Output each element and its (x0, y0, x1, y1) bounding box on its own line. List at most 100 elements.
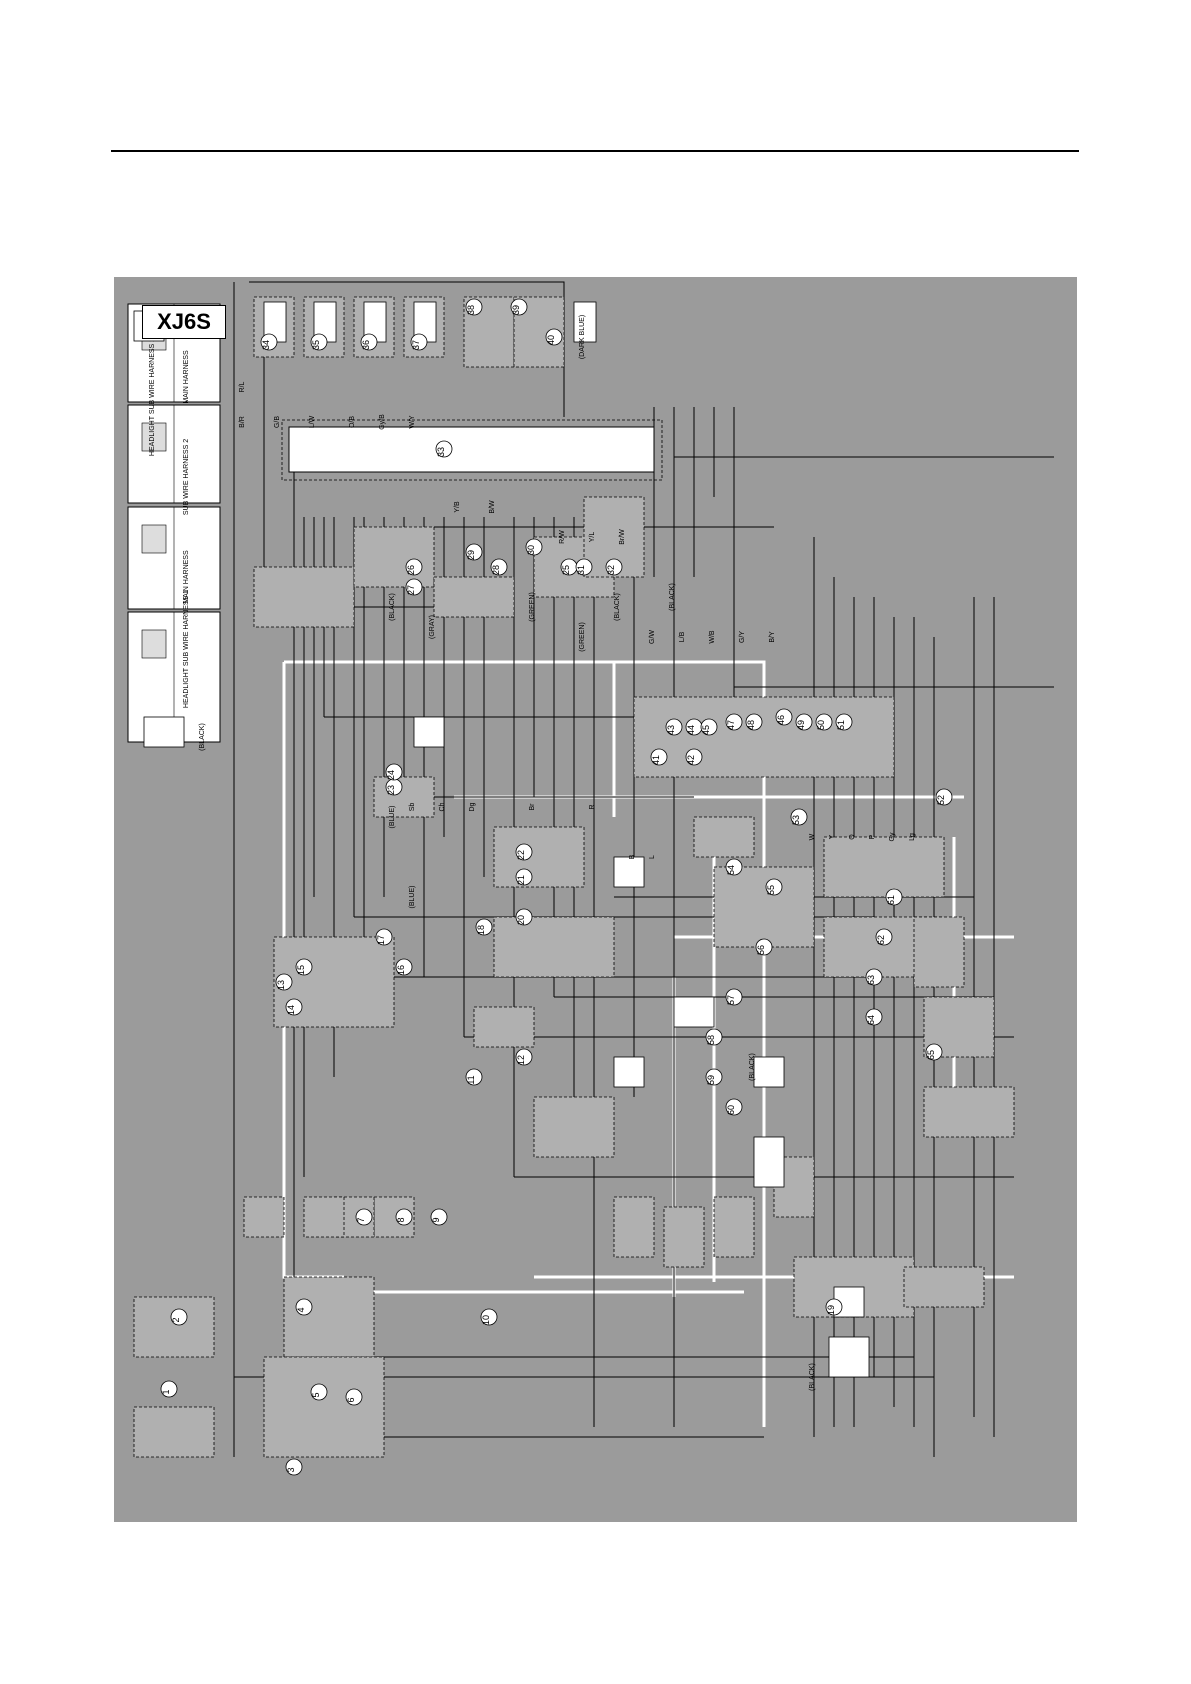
component-number: 5 (311, 1392, 321, 1397)
connector (413, 716, 445, 748)
component-circle (355, 1208, 373, 1226)
connector-color-label: (BLACK) (614, 593, 621, 621)
component-circle (935, 788, 953, 806)
component-circle (285, 998, 303, 1016)
wire-code: B (629, 854, 636, 859)
component-number: 7 (356, 1217, 366, 1222)
wire-code: G/Y (739, 631, 746, 643)
component-circle (260, 333, 278, 351)
component-box (533, 1096, 615, 1158)
component-circle (725, 1098, 743, 1116)
harness-label: MAIN HARNESS (183, 350, 190, 404)
component-number: 17 (376, 935, 386, 945)
component-number: 34 (261, 340, 271, 350)
wire-code: Sb (409, 803, 416, 812)
component-circle (395, 1208, 413, 1226)
wire-code: Y (829, 834, 836, 839)
component-number: 53 (791, 815, 801, 825)
component-number: 49 (796, 720, 806, 730)
component-circle (515, 868, 533, 886)
wire-code: L/W (309, 415, 316, 428)
component-circle (545, 328, 563, 346)
component-circle (515, 908, 533, 926)
component-circle (360, 333, 378, 351)
connector-color-label: (BLACK) (199, 723, 206, 751)
component-number: 58 (706, 1035, 716, 1045)
component-circle (385, 763, 403, 781)
component-box (303, 1196, 345, 1238)
connector-color-label: (BLACK) (669, 583, 676, 611)
component-number: 2 (171, 1317, 181, 1322)
wire-code: G/W (649, 630, 656, 644)
component-number: 24 (386, 770, 396, 780)
component-number: 44 (686, 725, 696, 735)
wire (249, 281, 565, 417)
component-circle (775, 708, 793, 726)
component-box (913, 916, 965, 988)
component-circle (725, 858, 743, 876)
connector (673, 996, 715, 1028)
ecu-box (288, 426, 655, 473)
component-box (473, 1006, 535, 1048)
wire-code: Gy/B (379, 414, 386, 430)
wire-code: Y/B (454, 501, 461, 513)
ecu-dashed-border (281, 419, 663, 481)
component-circle (310, 1383, 328, 1401)
component-circle (515, 843, 533, 861)
component-number: 65 (926, 1050, 936, 1060)
component-circle (310, 333, 328, 351)
component-circle (725, 988, 743, 1006)
component-circle (875, 928, 893, 946)
component-circle (465, 298, 483, 316)
component-circle (525, 538, 543, 556)
component-circle (685, 748, 703, 766)
component-box (433, 576, 515, 618)
header-rule (111, 150, 1079, 152)
component-circle (700, 718, 718, 736)
connector-color-label: (GREEN) (579, 622, 586, 652)
component-circle (745, 713, 763, 731)
wire-code: P (869, 834, 876, 839)
component-circle (345, 1388, 363, 1406)
component-number: 6 (346, 1397, 356, 1402)
component-number: 19 (826, 1305, 836, 1315)
component-number: 10 (481, 1315, 491, 1325)
component-number: 64 (866, 1015, 876, 1025)
component-number: 60 (726, 1105, 736, 1115)
component-box (693, 816, 755, 858)
component-number: 14 (286, 1005, 296, 1015)
component-number: 25 (561, 565, 571, 575)
component-box (823, 836, 945, 898)
component-circle (490, 558, 508, 576)
component-circle (765, 878, 783, 896)
component-number: 21 (516, 875, 526, 885)
component-box (463, 296, 515, 368)
component-number: 47 (726, 720, 736, 730)
component-number: 3 (286, 1467, 296, 1472)
component-circle (705, 1028, 723, 1046)
component-number: 13 (276, 980, 286, 990)
component-number: 38 (466, 305, 476, 315)
component-circle (435, 440, 453, 458)
connector (573, 301, 597, 343)
wire-code: R/L (239, 381, 246, 392)
connector (613, 1056, 645, 1088)
component-box (713, 1196, 755, 1258)
component-number: 52 (936, 795, 946, 805)
wire-code: Y/L (589, 532, 596, 543)
component-number: 16 (396, 965, 406, 975)
component-number: 9 (431, 1217, 441, 1222)
component-box (493, 916, 615, 978)
wire-code: W/Y (409, 415, 416, 429)
component-number: 63 (866, 975, 876, 985)
component-number: 37 (411, 340, 421, 350)
component-circle (795, 713, 813, 731)
wire-code: L (649, 855, 656, 859)
wire-code: Dg (469, 802, 476, 811)
connector (143, 716, 185, 748)
component-circle (650, 748, 668, 766)
component-circle (755, 938, 773, 956)
component-circle (480, 1308, 498, 1326)
